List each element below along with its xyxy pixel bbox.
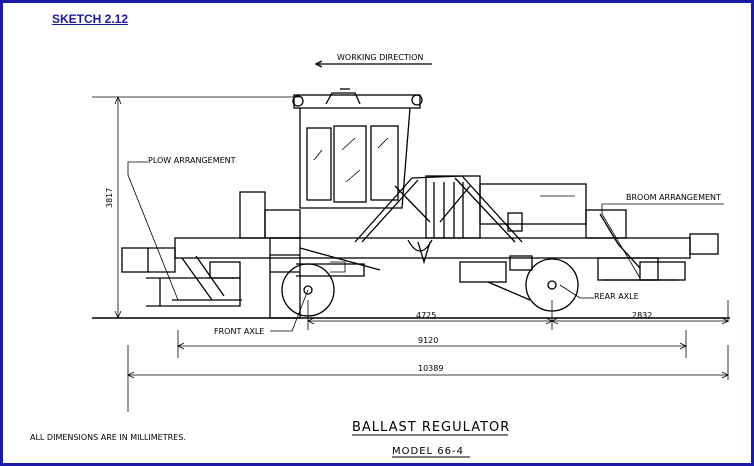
units-note: ALL DIMENSIONS ARE IN MILLIMETRES. bbox=[30, 433, 186, 442]
front-bogie bbox=[269, 237, 381, 319]
dim-10389-text: 10389 bbox=[418, 364, 443, 373]
drawing-title: BALLAST REGULATOR bbox=[352, 420, 510, 435]
broom-arrangement-label: BROOM ARRANGEMENT bbox=[626, 193, 721, 202]
front-axle-label: FRONT AXLE bbox=[214, 327, 264, 336]
height-dimension-text: 3817 bbox=[105, 188, 114, 208]
dim-9120-text: 9120 bbox=[418, 336, 438, 345]
broom-assembly bbox=[597, 213, 719, 281]
drawing-model: MODEL 66-4 bbox=[392, 446, 464, 457]
dim-4725-text: 4725 bbox=[416, 311, 436, 320]
operator-cab bbox=[292, 88, 423, 209]
rear-bogie bbox=[459, 255, 579, 312]
truss-frame bbox=[354, 175, 523, 265]
working-direction-label: WORKING DIRECTION bbox=[337, 53, 423, 62]
plow-arrangement-label: PLOW ARRANGEMENT bbox=[148, 156, 236, 165]
working-direction-arrowhead bbox=[314, 60, 323, 68]
rear-axle-label: REAR AXLE bbox=[594, 292, 639, 301]
sketch-title-link[interactable]: SKETCH 2.12 bbox=[52, 12, 129, 26]
machine-body bbox=[174, 175, 691, 259]
dim-2832-text: 2832 bbox=[632, 311, 652, 320]
plow-assembly bbox=[121, 247, 242, 307]
